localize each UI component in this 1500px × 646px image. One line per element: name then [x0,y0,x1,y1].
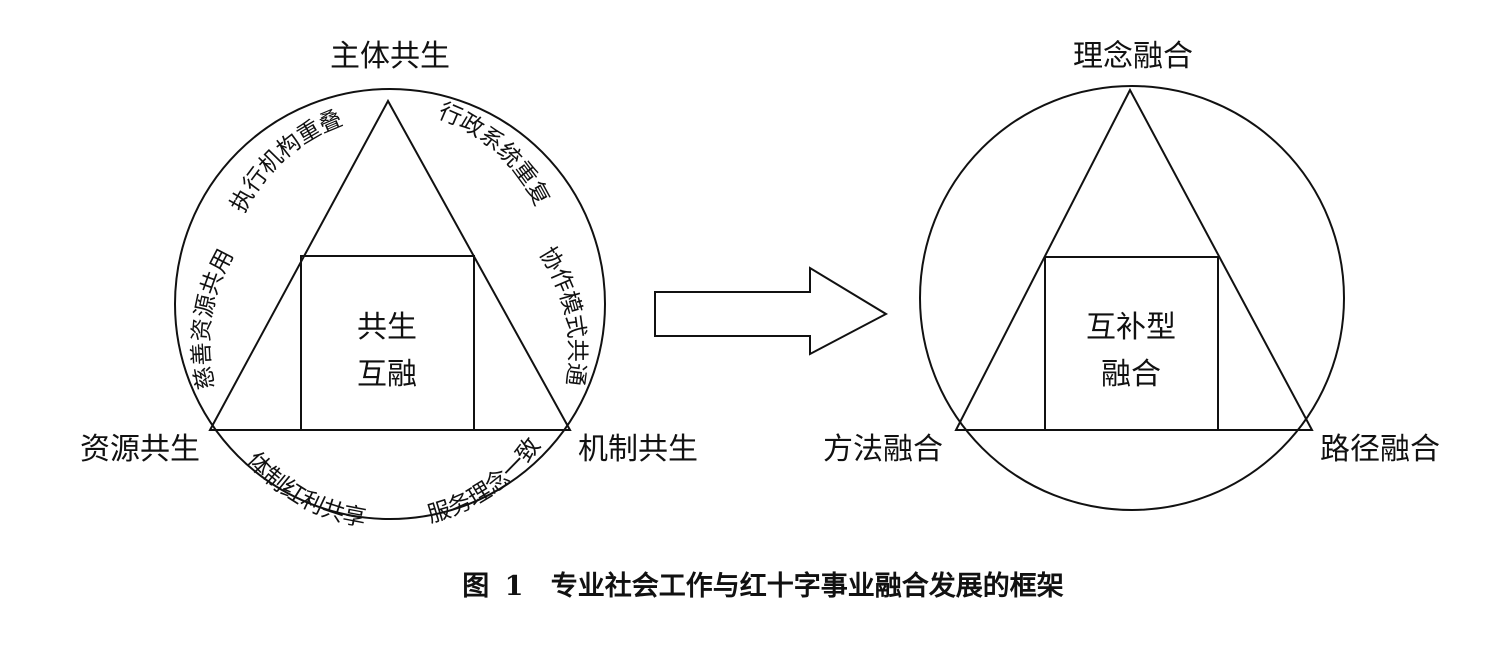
left-center-line-2: 互融 [357,357,417,392]
arc-label-bottom-right: 服务理念一致 [424,433,545,528]
right-center-line-2: 融合 [1101,357,1161,392]
arc-label-left-lower: 慈善资源共用 [189,245,239,391]
left-center-line-1: 共生 [357,310,417,345]
right-circle [919,85,1345,511]
transition-arrow [654,266,889,356]
left-top-label: 主体共生 [330,39,450,74]
left-left-label: 资源共生 [80,432,200,467]
right-square [1044,256,1219,431]
right-left-label: 方法融合 [823,432,943,467]
caption-text: 专业社会工作与红十字事业融合发展的框架 [551,570,1064,602]
left-circle [174,88,606,520]
caption-number: 1 [505,571,524,602]
right-right-label: 路径融合 [1320,432,1440,467]
left-square [300,255,475,431]
left-right-label: 机制共生 [578,432,698,467]
arc-label-bottom-left: 体制红利共享 [241,447,368,532]
arc-label-left-upper: 执行机构重叠 [226,106,346,217]
caption-prefix: 图 [462,571,489,602]
right-center-line-1: 互补型 [1086,310,1176,345]
arc-label-right-lower: 协作模式共通 [534,243,590,388]
right-diagram [919,85,1345,511]
figure-caption: 图 1 专业社会工作与红十字事业融合发展的框架 [462,570,1064,602]
right-top-label: 理念融合 [1073,39,1193,74]
left-diagram [174,88,606,520]
